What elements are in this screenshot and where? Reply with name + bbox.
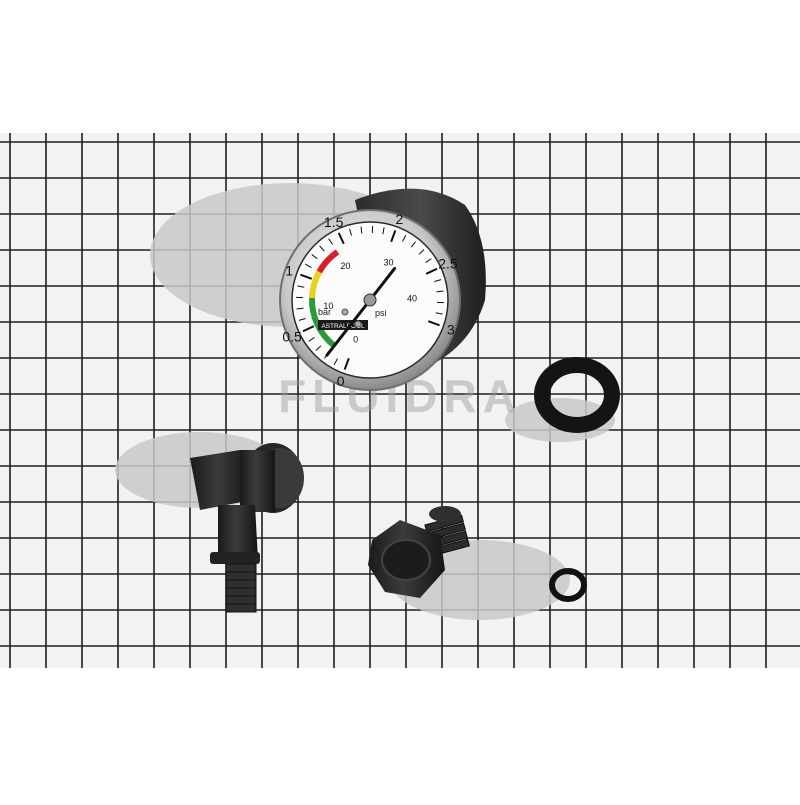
bar-scale-label: 1 [285,263,293,279]
psi-scale-label: 40 [407,294,417,304]
bar-scale-label: 2 [396,211,404,227]
dial-screw-right [355,321,361,327]
bar-unit-label: bar [318,307,331,317]
bar-scale-label: 1.5 [324,214,344,230]
needle-hub [364,294,376,306]
bar-scale-label: 2.5 [438,256,458,272]
psi-scale-label: 30 [384,257,394,267]
bar-scale-label: 0 [337,373,345,389]
psi-scale-label: 20 [340,261,350,271]
psi-unit-label: psi [375,308,387,318]
psi-scale-label: 0 [353,334,358,344]
dial-screw-left [342,309,348,315]
bar-scale-label: 0.5 [282,328,302,344]
bar-scale-label: 3 [447,321,455,337]
